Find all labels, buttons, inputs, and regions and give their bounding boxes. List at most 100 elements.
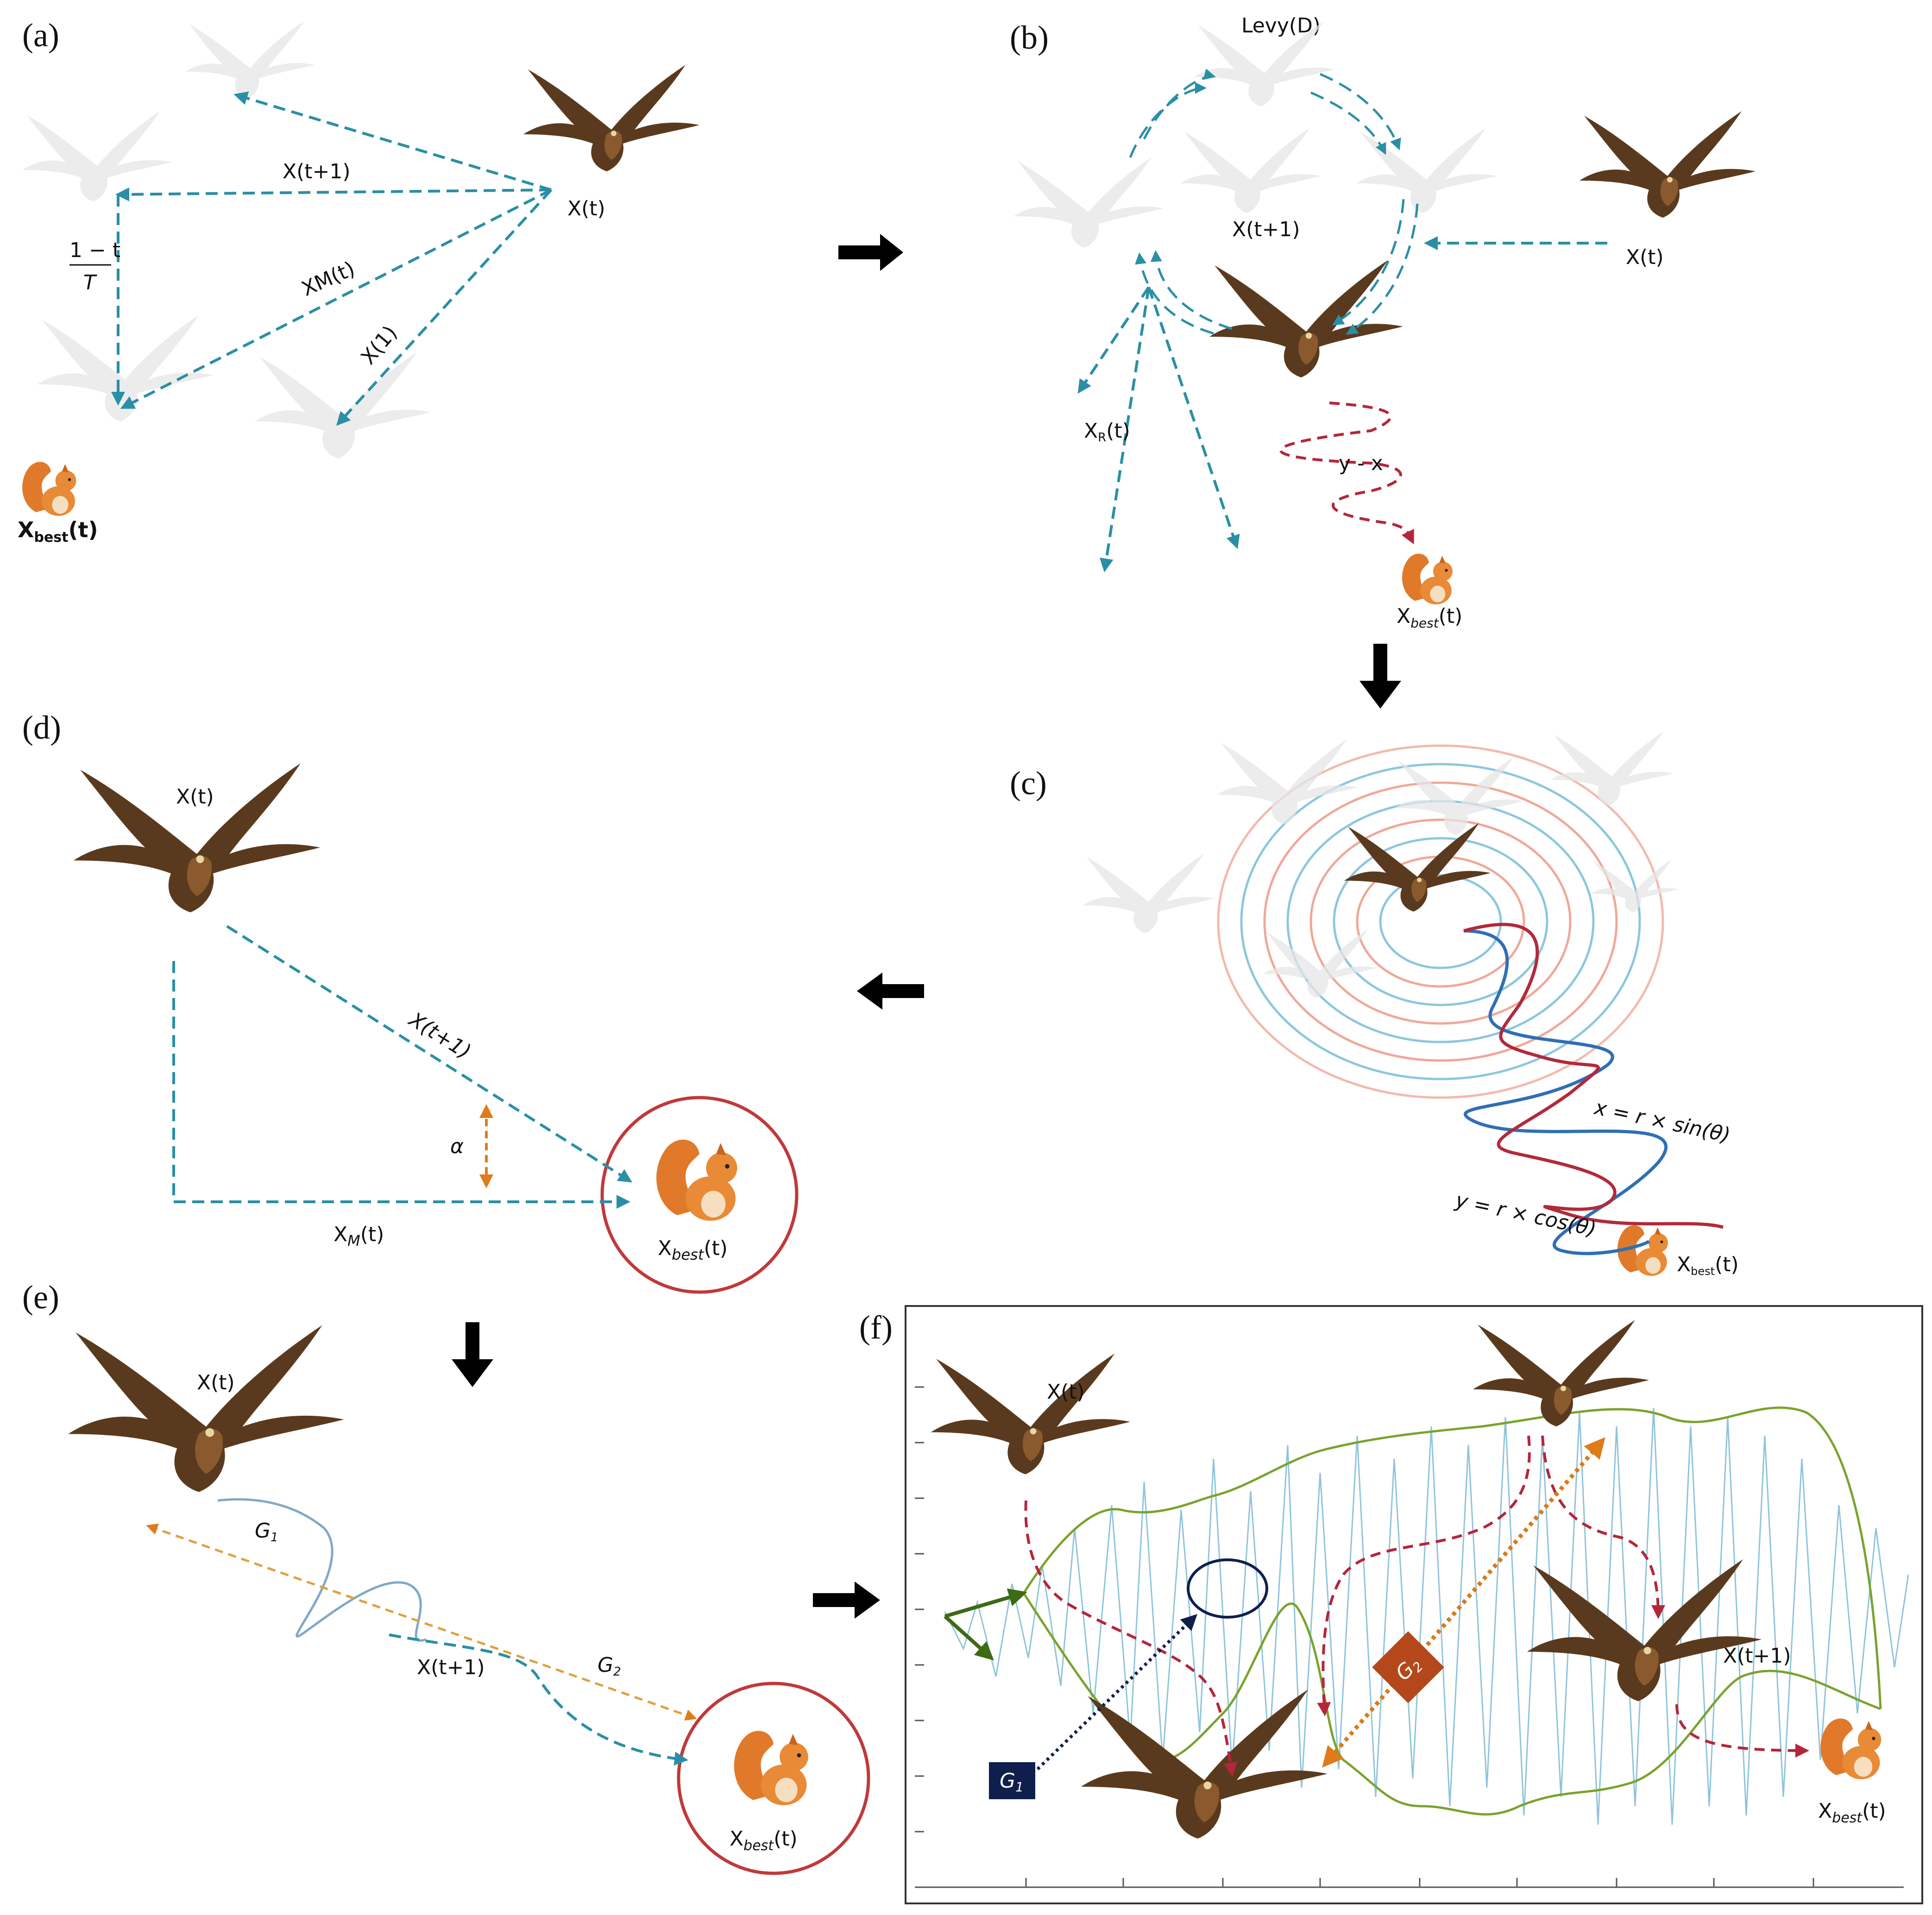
panel-b-tag: (b) [1010,19,1049,56]
panel-a-tag: (a) [22,17,59,54]
g2-badge: G2 [1372,1631,1444,1703]
label-x-t: X(t) [176,785,214,809]
sine-curve [1463,929,1668,1256]
red-path [1541,1435,1665,1619]
ghost-eagle-icon [1013,157,1164,248]
label-xm: XM(t) [334,1223,384,1249]
squirrel-icon [656,1139,737,1221]
g1-wave [217,1498,427,1642]
arrow [1077,286,1150,394]
green-arrow [944,1615,994,1661]
panel-d: (d) X(t) X(t+1) α XM(t) Xbest(t) [22,709,799,1294]
g1-badge [989,1762,1035,1799]
g2-arrow [146,1523,697,1721]
orbit-arrow [1310,91,1386,155]
label-frac-num: 1 − t [69,239,120,262]
orbit-arrow [1346,203,1419,335]
label-best: Xbest(t) [1397,604,1462,631]
label-x-t1: X(t+1) [1232,218,1300,241]
arrow [226,925,633,1183]
ghost-eagle-icon [1217,739,1358,824]
label-x-t1: X(t+1) [283,160,351,183]
orbit-arrow [1332,199,1405,326]
ghost-eagle-icon [37,315,213,421]
target-circle [677,1682,870,1875]
label-x-t1: X(t+1) [417,1656,485,1679]
ghost-eagle-icon [1082,853,1215,933]
ghost-eagle-icon [1263,929,1378,998]
panel-f: (f) [859,1305,1923,1904]
flow-arrow-right-icon [813,1582,880,1619]
orbit-arrow [1150,250,1233,330]
panel-e-tag: (e) [22,1279,59,1316]
ghost-eagle-icon [185,20,315,99]
label-x-t1: X(t+1) [1723,1644,1791,1668]
label-x-t: X(t) [1047,1380,1085,1404]
arrow [120,188,552,409]
panel-d-tag: (d) [22,709,61,746]
squirrel-icon [22,462,76,516]
arrow [1099,287,1150,572]
label-xm: XM(t) [298,257,359,301]
eagle-icon [1344,823,1491,912]
label-x-t: X(t) [197,1371,235,1394]
red-path [1024,1500,1238,1777]
label-best: Xbest(t) [658,1237,728,1263]
panel-a: (a) X(t+1) X(t) 1 − t T XM(t) X(1) Xbest… [18,17,699,546]
flow-arrow-right-icon [838,234,903,271]
label-xr: XR(t) [1084,419,1130,445]
label-x-t1: X(t+1) [404,1007,475,1064]
arrow [336,188,553,426]
panel-e: (e) X(t) G1 G2 X(t+1) Xbest(t) [22,1279,870,1875]
orbit-arrow [1320,73,1401,151]
label-x-t: X(t) [1626,245,1664,269]
plot-ticks [915,1386,1904,1888]
arrow [389,1633,688,1766]
ghost-eagle-icon [1550,731,1674,806]
orbit-arrow [1143,69,1216,140]
label-x-t: X(t) [567,197,605,220]
eagle-icon [68,1325,344,1492]
orbit-arrow [1129,82,1207,158]
spiral-rings [1217,744,1664,1099]
eagle-icon [1580,111,1756,218]
arrow [115,187,552,201]
green-arrow [944,1588,1027,1618]
flow-arrow-down-icon [1359,644,1401,709]
label-eq-y: y = r × cos(θ) [1453,1188,1598,1241]
label-yx: y - x [1339,452,1383,475]
label-g1: G1 [1000,1769,1024,1795]
panel-f-tag: (f) [859,1309,893,1346]
flow-arrow-down-icon [452,1322,493,1387]
label-best: Xbest(t) [1818,1799,1886,1826]
label-g1: G1 [255,1519,278,1545]
panel-c-tag: (c) [1010,765,1047,802]
label-frac-den: T [83,271,97,295]
target-circle [600,1096,799,1294]
red-path [1675,1704,1809,1758]
g2-arrow [1322,1437,1605,1768]
ghost-eagle-icon [22,111,172,201]
label-best: Xbest(t) [18,517,98,546]
arrow [1147,287,1240,549]
ghost-eagle-icon [1180,128,1321,213]
label-alpha: α [450,1135,464,1158]
g1-arrow [1036,1614,1198,1771]
ghost-eagle-icon [1394,757,1524,835]
ghost-eagle-icon [1356,128,1497,213]
label-g2: G2 [598,1653,621,1679]
search-region-circle [1187,1558,1268,1619]
ghost-eagle-icon [255,352,431,458]
eagle-icon [1209,260,1403,377]
cosine-curve [1463,923,1724,1229]
eagle-icon [523,65,699,171]
upper-bound-curve [1022,1406,1882,1709]
arrow [172,961,630,1209]
label-best: Xbest(t) [1677,1253,1739,1278]
panel-c: (c) x = r × sin(θ) y = r × cos(θ) Xbest(… [1010,731,1739,1278]
flow-arrow-left-icon [857,973,924,1010]
squirrel-icon [1402,553,1453,604]
panel-b: (b) Levy(D) X(t+1) X(t) XR(t) y - x Xbes… [1010,14,1756,631]
label-best: Xbest(t) [730,1827,798,1854]
